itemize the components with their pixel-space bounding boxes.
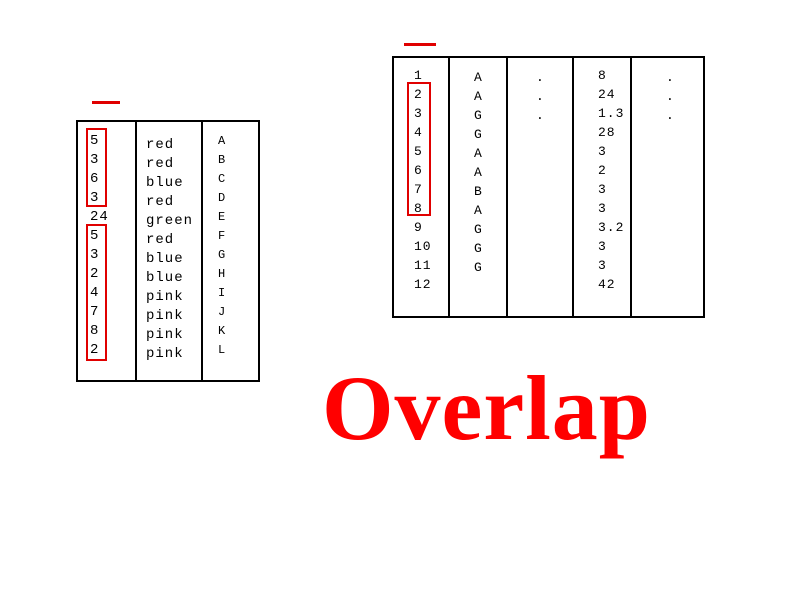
right-dots-column-b: . . .: [666, 68, 675, 125]
number-cell: 5: [90, 133, 100, 149]
number-cell: 8: [90, 323, 100, 339]
left-table-marker: [92, 101, 120, 104]
left-highlight-box-bottom: [86, 224, 107, 361]
number-cell: 7: [90, 304, 100, 320]
index-cell: 8: [414, 201, 423, 216]
number-cell: 3: [90, 247, 100, 263]
left-table-divider-1: [135, 122, 137, 380]
index-cell: 5: [414, 144, 423, 159]
right-table-marker: [404, 43, 436, 46]
letter-cell: K: [218, 324, 227, 338]
index-cell: 9: [414, 220, 423, 235]
color-cell: red: [146, 137, 175, 153]
value-cell: 3: [598, 144, 607, 159]
letter-cell: E: [218, 210, 227, 224]
index-cell: 6: [414, 163, 423, 178]
number-cell: 3: [90, 190, 100, 206]
left-colors-column: red red blue red green red blue blue pin…: [146, 136, 193, 364]
index-cell: 3: [414, 106, 423, 121]
value-cell: 8: [598, 68, 607, 83]
index-cell: 4: [414, 125, 423, 140]
color-cell: green: [146, 213, 194, 229]
dot-cell: .: [536, 108, 545, 123]
index-cell: 12: [414, 277, 432, 292]
index-cell: 1: [414, 68, 423, 83]
number-cell: 4: [90, 285, 100, 301]
value-cell: 3: [598, 201, 607, 216]
letter-cell: J: [218, 305, 227, 319]
left-highlight-box-top: [86, 128, 107, 207]
letter-cell: A: [218, 134, 227, 148]
left-table-divider-2: [201, 122, 203, 380]
right-table-divider-2: [506, 58, 508, 316]
value-cell: 3: [598, 239, 607, 254]
letter-cell: C: [218, 172, 227, 186]
number-cell: 6: [90, 171, 100, 187]
grade-cell: G: [474, 260, 483, 275]
right-table-divider-3: [572, 58, 574, 316]
number-cell: 24: [90, 209, 109, 225]
right-table: 1 2 3 4 5 6 7 8 9 10 11 12 A A G G A A B…: [392, 56, 705, 318]
right-highlight-box: [407, 82, 431, 216]
grade-cell: A: [474, 70, 483, 85]
grade-cell: G: [474, 222, 483, 237]
left-numbers-column: 5 3 6 3 24 5 3 2 4 7 8 2: [90, 132, 109, 360]
right-values-column: 8 24 1.3 28 3 2 3 3 3.2 3 3 42: [598, 66, 624, 294]
grade-cell: A: [474, 89, 483, 104]
letter-cell: B: [218, 153, 227, 167]
left-table: 5 3 6 3 24 5 3 2 4 7 8 2 red red blue re…: [76, 120, 260, 382]
color-cell: red: [146, 232, 175, 248]
right-grades-column: A A G G A A B A G G G: [474, 68, 483, 277]
index-cell: 7: [414, 182, 423, 197]
number-cell: 2: [90, 342, 100, 358]
index-cell: 10: [414, 239, 432, 254]
letter-cell: G: [218, 248, 227, 262]
color-cell: pink: [146, 327, 184, 343]
value-cell: 24: [598, 87, 616, 102]
color-cell: blue: [146, 251, 184, 267]
grade-cell: G: [474, 127, 483, 142]
grade-cell: B: [474, 184, 483, 199]
letter-cell: H: [218, 267, 227, 281]
grade-cell: G: [474, 241, 483, 256]
grade-cell: G: [474, 108, 483, 123]
value-cell: 2: [598, 163, 607, 178]
color-cell: pink: [146, 289, 184, 305]
index-cell: 11: [414, 258, 432, 273]
color-cell: pink: [146, 308, 184, 324]
value-cell: 3.2: [598, 220, 625, 235]
letter-cell: I: [218, 286, 227, 300]
color-cell: red: [146, 194, 175, 210]
value-cell: 42: [598, 277, 616, 292]
dot-cell: .: [536, 70, 545, 85]
value-cell: 28: [598, 125, 616, 140]
number-cell: 3: [90, 152, 100, 168]
value-cell: 3: [598, 182, 607, 197]
color-cell: blue: [146, 270, 184, 286]
letter-cell: L: [218, 343, 227, 357]
dot-cell: .: [666, 70, 675, 85]
value-cell: 3: [598, 258, 607, 273]
color-cell: pink: [146, 346, 184, 362]
overlap-caption: Overlap: [322, 357, 651, 459]
dot-cell: .: [666, 108, 675, 123]
value-cell: 1.3: [598, 106, 625, 121]
number-cell: 5: [90, 228, 100, 244]
grade-cell: A: [474, 165, 483, 180]
left-letters-column: A B C D E F G H I J K L: [218, 132, 226, 360]
grade-cell: A: [474, 146, 483, 161]
index-cell: 2: [414, 87, 423, 102]
number-cell: 2: [90, 266, 100, 282]
color-cell: red: [146, 156, 175, 172]
letter-cell: D: [218, 191, 227, 205]
right-index-column: 1 2 3 4 5 6 7 8 9 10 11 12: [414, 66, 432, 294]
right-dots-column-a: . . .: [536, 68, 545, 125]
dot-cell: .: [666, 89, 675, 104]
right-table-divider-1: [448, 58, 450, 316]
letter-cell: F: [218, 229, 227, 243]
color-cell: blue: [146, 175, 184, 191]
dot-cell: .: [536, 89, 545, 104]
grade-cell: A: [474, 203, 483, 218]
right-table-divider-4: [630, 58, 632, 316]
